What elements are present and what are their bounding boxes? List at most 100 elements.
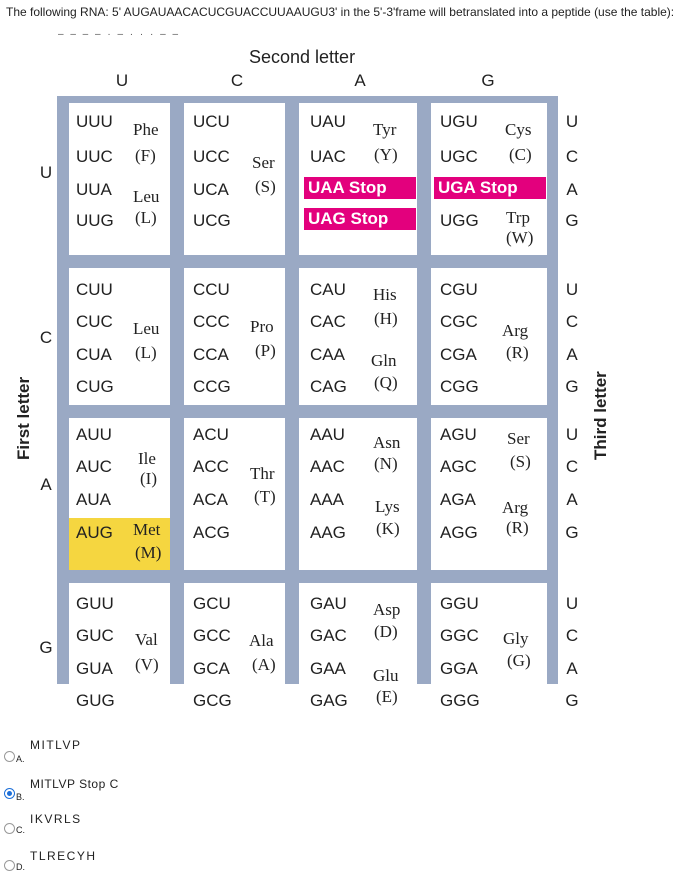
stop-codon-uag: UAG Stop — [304, 208, 416, 230]
amino-acid-name: Glu — [373, 666, 399, 685]
codon: AAU — [310, 425, 345, 444]
codon: CCA — [193, 345, 229, 364]
decorative-dashes: – – – – · – · · · – – — [58, 29, 181, 40]
radio-button-selected[interactable] — [4, 788, 15, 799]
radio-button[interactable] — [4, 860, 15, 871]
amino-acid-code: (N) — [374, 454, 398, 473]
amino-acid-code: (M) — [135, 543, 162, 562]
third-letter-a: A — [566, 345, 578, 364]
codon: AGG — [440, 523, 478, 542]
codon: CAA — [310, 345, 345, 364]
stop-codon-uaa: UAA Stop — [304, 177, 416, 199]
third-letter-u: U — [565, 594, 579, 613]
third-letter-u: U — [565, 112, 579, 131]
col-header-g: G — [481, 71, 495, 90]
third-letter-title: Third letter — [591, 371, 610, 460]
codon: GUU — [76, 594, 114, 613]
codon: UUC — [76, 147, 113, 166]
third-letter-g: G — [565, 523, 579, 542]
codon: UUG — [76, 211, 114, 230]
amino-acid-name: His — [373, 285, 397, 304]
cell-cu — [69, 268, 170, 405]
third-letter-c: C — [565, 457, 579, 476]
amino-acid-name: Ile — [138, 449, 156, 468]
amino-acid-name: Leu — [133, 187, 160, 206]
amino-acid-code: (H) — [374, 309, 398, 328]
codon: AGA — [440, 490, 476, 509]
amino-acid-name: Asp — [373, 600, 401, 619]
amino-acid-name: Ser — [507, 429, 530, 448]
codon: UGU — [440, 112, 478, 131]
option-text: MITLVP Stop C — [30, 777, 119, 791]
third-letter-a: A — [566, 659, 578, 678]
amino-acid-code: (F) — [135, 146, 156, 165]
codon: CGG — [440, 377, 479, 396]
amino-acid-name: Phe — [133, 120, 159, 139]
row-header-a: A — [40, 475, 52, 494]
amino-acid-name: Arg — [502, 498, 529, 517]
cell-gg — [431, 583, 547, 720]
third-letter-c: C — [565, 147, 579, 166]
first-letter-title: First letter — [14, 376, 33, 460]
codon: CCG — [193, 377, 231, 396]
row-header-g: G — [39, 638, 53, 657]
codon: CAC — [310, 312, 346, 331]
amino-acid-name: Leu — [133, 319, 160, 338]
amino-acid-code: (V) — [135, 655, 159, 674]
option-text: TLRECYH — [30, 849, 97, 863]
amino-acid-name: Asn — [373, 433, 401, 452]
amino-acid-code: (S) — [255, 177, 276, 196]
start-codon-highlight — [69, 518, 170, 570]
codon: GCU — [193, 594, 231, 613]
codon: GUC — [76, 626, 114, 645]
amino-acid-code: (D) — [374, 622, 398, 641]
amino-acid-name: Arg — [502, 321, 529, 340]
codon: GGU — [440, 594, 479, 613]
codon: AUC — [76, 457, 112, 476]
option-letter: A. — [16, 754, 25, 764]
codon: GAU — [310, 594, 347, 613]
cell-ag — [431, 418, 547, 570]
codon: UCG — [193, 211, 231, 230]
amino-acid-code: (E) — [376, 687, 398, 706]
radio-button[interactable] — [4, 751, 15, 762]
codon: GGC — [440, 626, 479, 645]
amino-acid-name: Gly — [503, 629, 529, 648]
cell-ga — [299, 583, 417, 720]
codon: UUA — [76, 180, 112, 199]
option-text: MITLVP — [30, 738, 82, 752]
codon: UGC — [440, 147, 478, 166]
amino-acid-code: (A) — [252, 655, 276, 674]
codon: UCA — [193, 180, 229, 199]
amino-acid-name: Val — [135, 630, 158, 649]
amino-acid-name: Pro — [250, 317, 274, 336]
codon: ACC — [193, 457, 229, 476]
cell-gc — [184, 583, 285, 720]
codon: CUA — [76, 345, 112, 364]
codon: CUG — [76, 377, 114, 396]
option-letter: C. — [16, 825, 25, 835]
codon: ACA — [193, 490, 228, 509]
cell-gu — [69, 583, 170, 720]
codon: AGU — [440, 425, 477, 444]
codon: CGC — [440, 312, 478, 331]
cell-cg — [431, 268, 547, 405]
third-letter-a: A — [566, 490, 578, 509]
amino-acid-code: (R) — [506, 518, 529, 537]
amino-acid-name: Lys — [375, 497, 400, 516]
stop-codon-uga: UGA Stop — [434, 177, 546, 199]
third-letter-g: G — [565, 377, 579, 396]
option-letter: B. — [16, 792, 25, 802]
codon: AUU — [76, 425, 112, 444]
codon: UUU — [76, 112, 113, 131]
amino-acid-name: Thr — [250, 464, 275, 483]
codon: CAG — [310, 377, 347, 396]
amino-acid-code: (P) — [255, 341, 276, 360]
amino-acid-code: (C) — [509, 145, 532, 164]
codon: GCC — [193, 626, 231, 645]
radio-button[interactable] — [4, 823, 15, 834]
codon: GAG — [310, 691, 348, 710]
cell-cc — [184, 268, 285, 405]
codon: CCC — [193, 312, 230, 331]
amino-acid-code: (L) — [135, 343, 157, 362]
